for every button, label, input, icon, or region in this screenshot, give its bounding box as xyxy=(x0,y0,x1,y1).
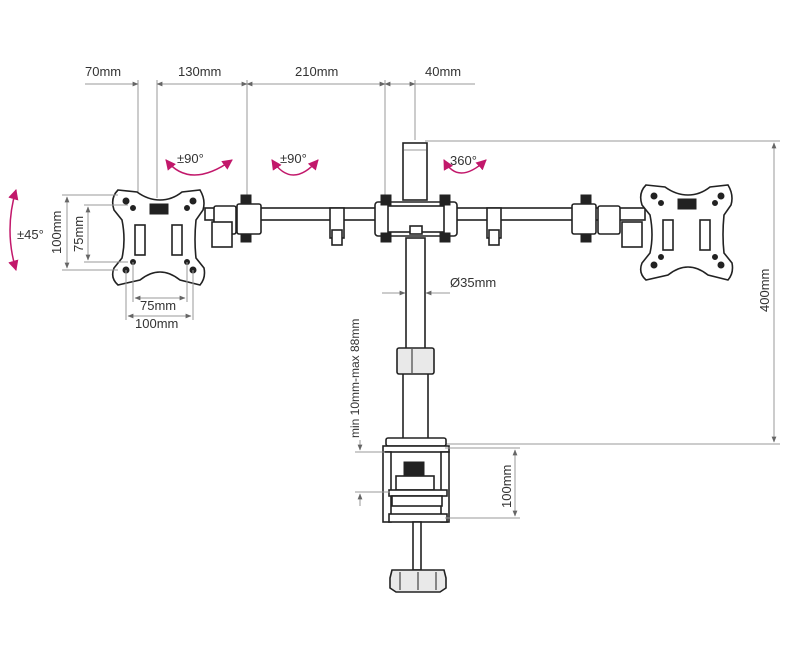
dimension-plate-height-75: 75mm xyxy=(71,216,86,252)
dimension-plate-width-75: 75mm xyxy=(140,298,176,313)
rotation-tilt: ±45° xyxy=(17,227,44,242)
arm xyxy=(204,194,646,248)
top-dimension-lines xyxy=(85,80,475,198)
rotation-360: 360° xyxy=(450,153,477,168)
desk-thickness-lines xyxy=(355,440,390,506)
dimension-70mm: 70mm xyxy=(85,64,121,79)
tilt-arrow-icon xyxy=(8,188,19,272)
desk-clamp xyxy=(382,437,450,593)
rotation-swivel-left: ±90° xyxy=(177,151,204,166)
swivel-middle-arrow-icon xyxy=(271,159,319,176)
dimension-400mm: 400mm xyxy=(757,269,772,312)
rotate-360-arrow-icon xyxy=(443,159,487,174)
dimension-desk-thickness: min 10mm-max 88mm xyxy=(348,319,362,438)
dimension-130mm: 130mm xyxy=(178,64,221,79)
dimension-pole-diameter: Ø35mm xyxy=(450,275,496,290)
plate-dimension-lines xyxy=(62,194,194,320)
rotation-swivel-middle: ±90° xyxy=(280,151,307,166)
dimension-40mm: 40mm xyxy=(425,64,461,79)
height-dimension-lines xyxy=(425,140,780,445)
clamp-depth-lines xyxy=(445,447,520,519)
left-vesa-plate xyxy=(111,189,206,286)
dimension-210mm: 210mm xyxy=(295,64,338,79)
swivel-left-arrow-icon xyxy=(165,159,233,176)
dimension-clamp-depth: 100mm xyxy=(499,465,514,508)
pole xyxy=(396,142,435,441)
dimension-plate-width-100: 100mm xyxy=(135,316,178,331)
dimension-plate-height-100: 100mm xyxy=(49,211,64,254)
right-vesa-plate xyxy=(639,184,734,281)
